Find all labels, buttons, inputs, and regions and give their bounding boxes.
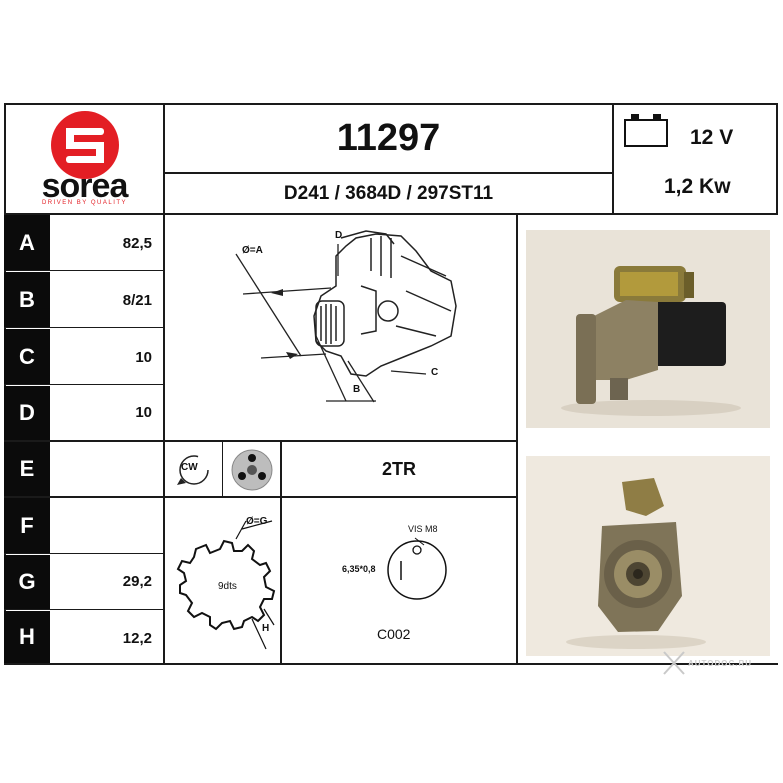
row-label-d: D bbox=[4, 386, 50, 440]
dimension-diagram: Ø=A D C B bbox=[166, 216, 515, 439]
divider bbox=[163, 103, 165, 665]
terminal-connector-diagram: VIS M8 6,35*0,8 C002 bbox=[282, 498, 516, 663]
row-value-h: 12,2 bbox=[122, 630, 152, 647]
gear-teeth-count: 9dts bbox=[218, 581, 237, 592]
clockwise-rotation-icon bbox=[177, 455, 209, 485]
voltage-value: 12 V bbox=[690, 126, 734, 149]
row-label-e: E bbox=[4, 442, 50, 496]
row-value-b: 8/21 bbox=[122, 292, 152, 309]
row-label-f: F bbox=[4, 498, 50, 553]
terminal-dimension-label: 6,35*0,8 bbox=[342, 564, 376, 574]
border-right bbox=[776, 103, 778, 215]
divider bbox=[280, 441, 282, 665]
sorea-emblem-icon bbox=[51, 111, 119, 179]
watermark-text: AUTODOC.RU bbox=[688, 659, 753, 668]
connector-code: C002 bbox=[377, 626, 411, 642]
row-label-h: H bbox=[4, 611, 50, 663]
row-value-g: 29,2 bbox=[122, 573, 152, 590]
pinion-gear-diagram: Ø=G 9dts H bbox=[166, 499, 280, 663]
product-photo-front bbox=[526, 456, 770, 656]
divider bbox=[222, 441, 223, 497]
border-bottom bbox=[4, 663, 778, 665]
row-value-d: 10 bbox=[135, 404, 152, 421]
starter-outline-drawing bbox=[235, 230, 457, 403]
divider bbox=[4, 270, 164, 271]
border-top bbox=[4, 103, 778, 105]
dimension-d-label: D bbox=[335, 230, 343, 241]
rotation-cw-label: CW bbox=[181, 462, 198, 473]
starter-side-photo bbox=[526, 230, 770, 428]
diameter-a-label: Ø=A bbox=[242, 245, 263, 256]
divider bbox=[4, 496, 518, 498]
starter-front-photo bbox=[526, 456, 770, 656]
row-label-g: G bbox=[4, 555, 50, 609]
three-hole-flange-icon bbox=[231, 449, 273, 491]
brand-logo: sorea DRIVEN BY QUALITY bbox=[6, 105, 163, 213]
dimension-b-label: B bbox=[353, 384, 361, 395]
watermark-icon bbox=[663, 651, 685, 675]
divider bbox=[612, 103, 614, 215]
divider bbox=[4, 327, 164, 328]
divider bbox=[4, 440, 518, 442]
row-label-a: A bbox=[4, 215, 50, 270]
terminal-stud-label: VIS M8 bbox=[408, 524, 438, 534]
brand-name: sorea bbox=[41, 167, 129, 205]
row-label-b: B bbox=[4, 272, 50, 327]
gear-h-label: H bbox=[262, 623, 270, 634]
power-value: 1,2 Kw bbox=[664, 175, 731, 198]
divider bbox=[164, 172, 614, 174]
divider bbox=[4, 553, 164, 554]
divider bbox=[4, 213, 778, 215]
dimension-c-label: C bbox=[431, 367, 439, 378]
battery-icon bbox=[624, 114, 668, 147]
row-value-c: 10 bbox=[135, 349, 152, 366]
reference-numbers: D241 / 3684D / 297ST11 bbox=[283, 182, 494, 204]
divider bbox=[4, 609, 164, 610]
product-photo-side bbox=[526, 230, 770, 428]
terminal-drawing bbox=[387, 537, 447, 600]
mounting-type: 2TR bbox=[381, 458, 416, 479]
pinion-gear-drawing bbox=[176, 520, 276, 650]
divider bbox=[516, 213, 518, 665]
row-label-c: C bbox=[4, 329, 50, 384]
divider bbox=[4, 384, 164, 385]
gear-diameter-label: Ø=G bbox=[246, 516, 268, 527]
part-number: 11297 bbox=[336, 117, 441, 159]
row-value-a: 82,5 bbox=[122, 235, 152, 252]
brand-tagline: DRIVEN BY QUALITY bbox=[41, 200, 128, 206]
